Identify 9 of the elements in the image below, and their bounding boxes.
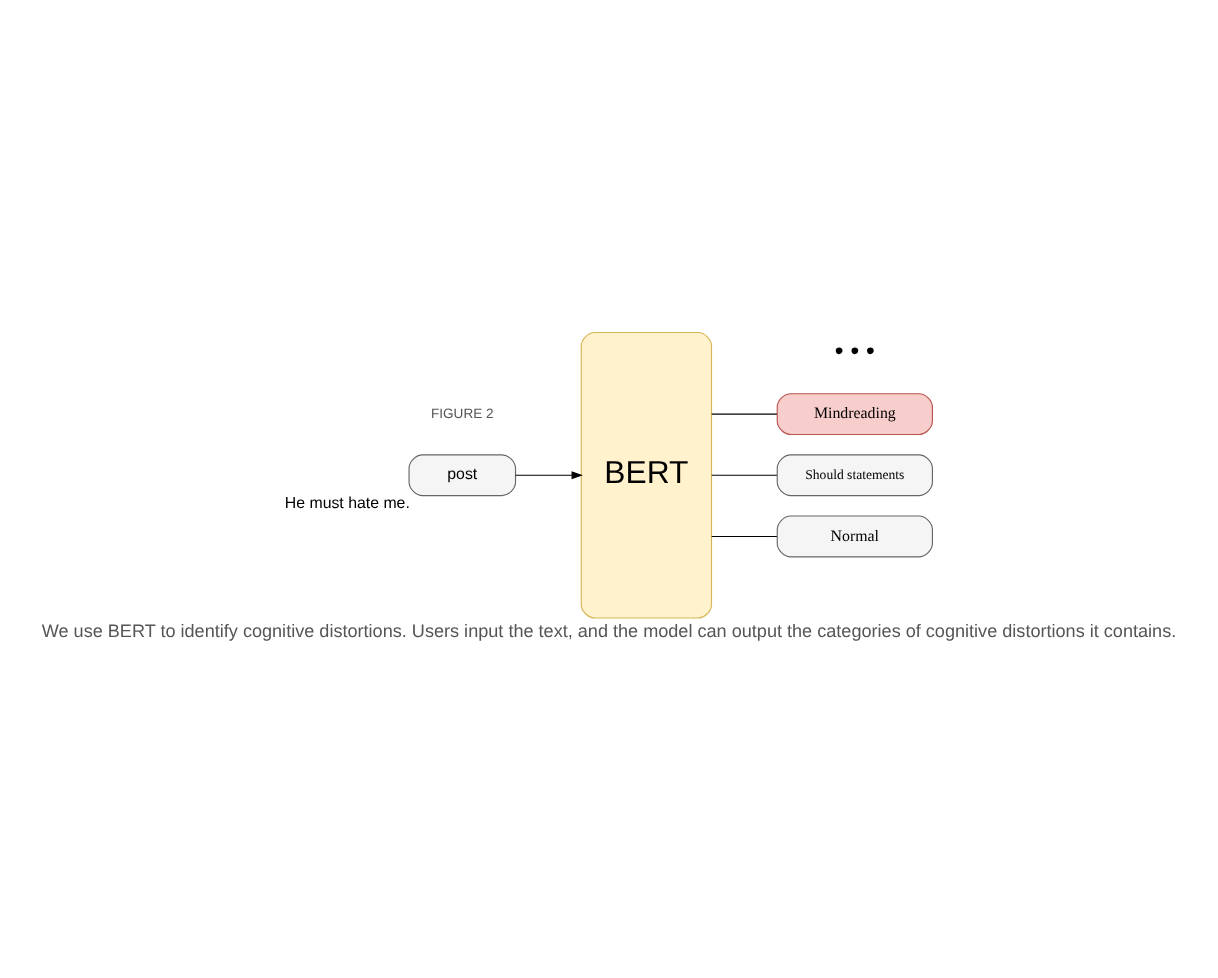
node-box: Normal — [776, 514, 933, 557]
arrow — [514, 470, 583, 479]
connector — [711, 473, 778, 475]
node-box: BERT — [580, 330, 713, 618]
connector — [711, 412, 778, 414]
node-box: Mindreading — [776, 392, 933, 435]
caption: We use BERT to identify cognitive distortions. Users input the text, and the model can output the categories of cognitive distortions it contains. — [41, 620, 1177, 641]
label: • • • — [834, 336, 875, 365]
connector — [711, 534, 778, 536]
